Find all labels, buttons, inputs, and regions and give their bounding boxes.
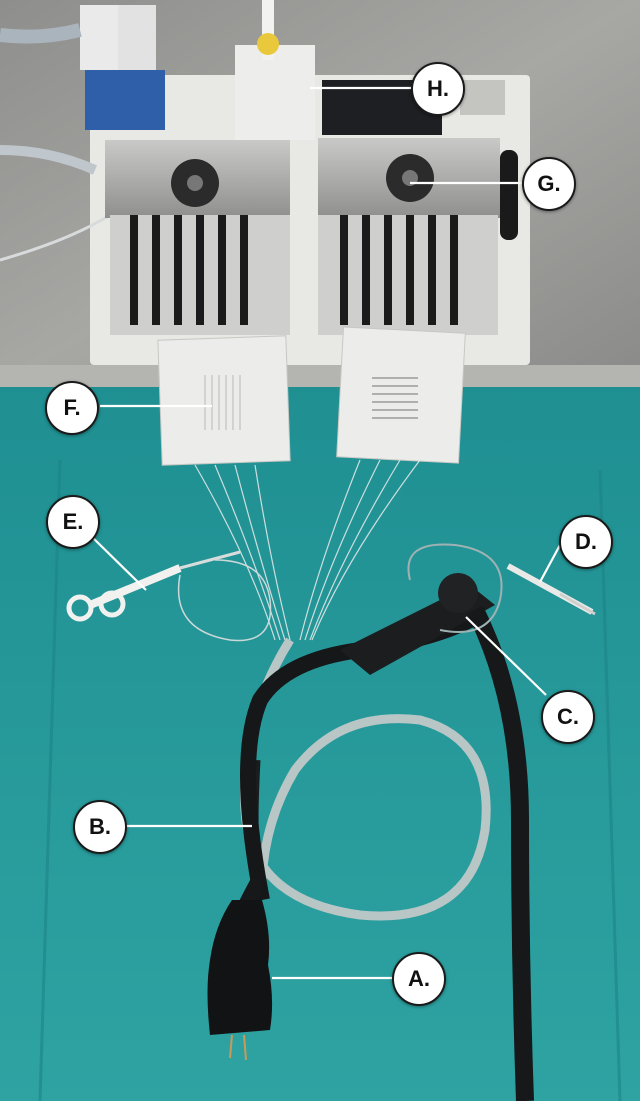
- grey-cable: [0, 23, 82, 44]
- right-actuator-strips: [340, 215, 458, 325]
- leader-line-d: [539, 544, 561, 583]
- power-supply: [118, 5, 156, 70]
- white-cable: [0, 213, 111, 262]
- label-b: B.: [73, 800, 127, 854]
- label-g: G.: [522, 157, 576, 211]
- label-e: E.: [46, 495, 100, 549]
- needle-instrument: [506, 563, 596, 616]
- left-fan-hub: [187, 175, 203, 191]
- label-f: F.: [45, 381, 99, 435]
- blue-connector: [85, 70, 165, 130]
- label-h: H.: [411, 62, 465, 116]
- label-a: A.: [392, 952, 446, 1006]
- right-tendon-plate: [336, 326, 466, 464]
- drape-fold: [38, 459, 62, 1101]
- tendon-wires: [194, 459, 421, 641]
- biopsy-forceps: [66, 550, 272, 642]
- label-c: C.: [541, 690, 595, 744]
- connector-block: [207, 900, 273, 1035]
- guidewire-loop: [407, 543, 503, 633]
- drape-fold: [598, 469, 622, 1101]
- label-d: D.: [559, 515, 613, 569]
- grey-cable: [0, 145, 98, 175]
- left-tendon-plate: [157, 335, 291, 466]
- yellow-cap: [257, 33, 279, 55]
- black-handle: [500, 150, 518, 240]
- leader-line-e: [89, 534, 147, 591]
- leader-line-c: [465, 616, 547, 696]
- rail-mechanism: [235, 45, 315, 140]
- control-knob: [438, 573, 478, 613]
- left-actuator-strips: [130, 215, 248, 325]
- leader-lines: [89, 86, 561, 980]
- endoscope-umbilical: [466, 605, 534, 1101]
- connector-pin: [243, 1034, 247, 1061]
- table-edge: [0, 365, 640, 387]
- power-supply: [80, 5, 118, 70]
- metal-rail: [460, 80, 505, 115]
- connector-pin: [229, 1034, 233, 1059]
